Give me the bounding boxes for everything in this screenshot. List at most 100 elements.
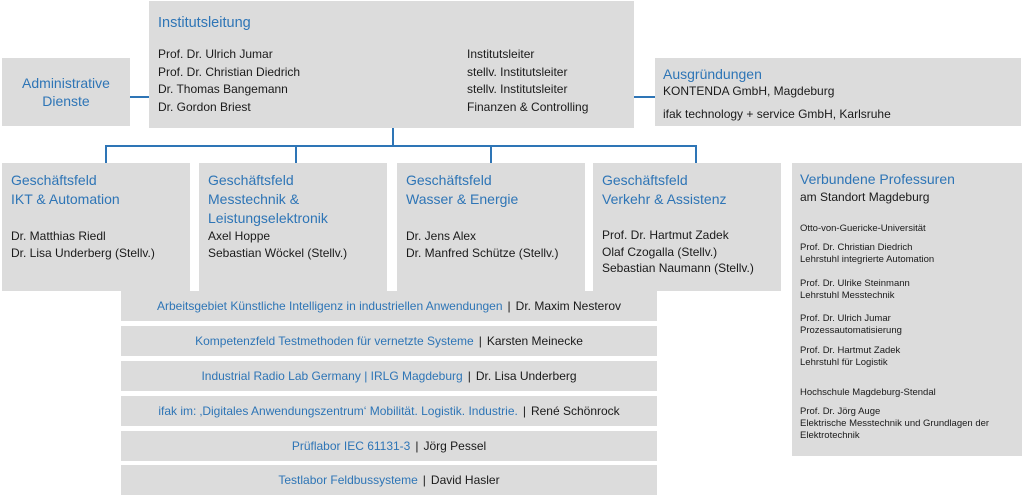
unit-separator: | — [522, 404, 526, 418]
business-field-messtechnik: Geschäftsfeld Messtechnik & Leistungsele… — [199, 163, 387, 291]
connector-admin — [130, 96, 149, 98]
business-field-person: Dr. Lisa Underberg (Stellv.) — [11, 245, 155, 260]
professor-chair: Elektrische Messtechnik und Grundlagen d… — [800, 418, 990, 441]
management-name: Prof. Dr. Christian Diedrich — [158, 64, 301, 79]
professor-chair: Lehrstuhl für Logistik — [800, 357, 888, 368]
professor-chair: Lehrstuhl integrierte Automation — [800, 254, 935, 265]
management-role: stellv. Institutsleiter — [467, 82, 568, 96]
unit-lead: Dr. Maxim Nesterov — [515, 299, 622, 313]
management-role: Institutsleiter — [467, 47, 535, 61]
professor-name: Prof. Dr. Hartmut Zadek — [800, 345, 901, 356]
spinoff-item: ifak technology + service GmbH, Karlsruh… — [663, 107, 891, 121]
unit-separator: | — [422, 473, 426, 487]
connector-lead-down — [392, 128, 394, 146]
business-field-person: Axel Hoppe — [208, 229, 271, 243]
professorships-title: Verbundene Professuren — [800, 171, 955, 187]
unit-lead: Karsten Meinecke — [486, 334, 583, 348]
spinoffs-box: Ausgründungen KONTENDA GmbH, Magdeburg i… — [655, 58, 1021, 126]
unit-row: Prüflabor IEC 61131-3 | Jörg Pessel — [121, 431, 657, 461]
business-field-person: Sebastian Naumann (Stellv.) — [602, 261, 754, 275]
administrative-services-line1: Administrative — [22, 75, 110, 91]
management-name: Prof. Dr. Ulrich Jumar — [158, 47, 273, 61]
business-field-person: Dr. Manfred Schütze (Stellv.) — [406, 245, 559, 260]
unit-row: Industrial Radio Lab Germany | IRLG Magd… — [121, 361, 657, 391]
connector-gf1 — [105, 145, 107, 163]
business-field-title: Geschäftsfeld Verkehr & Assistenz — [602, 171, 727, 209]
business-field-title-line: Messtechnik & — [208, 191, 300, 207]
business-field-person: Prof. Dr. Hartmut Zadek — [602, 228, 729, 242]
unit-name: Testlabor Feldbussysteme — [278, 473, 418, 487]
business-field-title-line: Geschäftsfeld — [406, 172, 492, 188]
institute-management-title: Institutsleitung — [158, 15, 251, 31]
unit-row: Kompetenzfeld Testmethoden für vernetzte… — [121, 326, 657, 356]
unit-separator: | — [478, 334, 482, 348]
business-field-title: Geschäftsfeld IKT & Automation — [11, 171, 120, 209]
business-field-title-line: Wasser & Energie — [406, 191, 519, 207]
spinoffs-title: Ausgründungen — [663, 66, 762, 82]
unit-row: Testlabor Feldbussysteme | David Hasler — [121, 465, 657, 495]
institute-management-box: Institutsleitung Prof. Dr. Ulrich Jumar … — [149, 1, 634, 128]
management-name: Dr. Thomas Bangemann — [158, 82, 288, 96]
professor-name: Prof. Dr. Christian Diedrich — [800, 242, 913, 253]
business-field-verkehr-assistenz: Geschäftsfeld Verkehr & Assistenz Prof. … — [593, 163, 781, 291]
unit-lead: Jörg Pessel — [423, 439, 487, 453]
professorship-entry: Prof. Dr. Christian Diedrich Lehrstuhl i… — [800, 242, 1020, 266]
connector-gf3 — [490, 145, 492, 163]
management-role: Finanzen & Controlling — [467, 99, 589, 114]
connector-gf2 — [295, 145, 297, 163]
business-field-wasser-energie: Geschäftsfeld Wasser & Energie Dr. Jens … — [397, 163, 585, 291]
administrative-services-box: Administrative Dienste — [2, 58, 130, 126]
business-field-title-line: Verkehr & Assistenz — [602, 191, 727, 207]
unit-name: Kompetenzfeld Testmethoden für vernetzte… — [195, 334, 474, 348]
unit-name: Arbeitsgebiet Künstliche Intelligenz in … — [156, 299, 503, 313]
professor-name: Prof. Dr. Ulrike Steinmann — [800, 278, 910, 289]
business-field-title-line: IKT & Automation — [11, 191, 120, 207]
business-field-people: Prof. Dr. Hartmut Zadek Olaf Czogalla (S… — [602, 227, 754, 277]
connector-gf4 — [695, 145, 697, 163]
professorship-entry: Prof. Dr. Jörg Auge Elektrische Messtech… — [800, 406, 1020, 442]
affiliated-professorships-box: Verbundene Professuren am Standort Magde… — [792, 163, 1022, 456]
business-field-people: Axel Hoppe Sebastian Wöckel (Stellv.) — [208, 228, 347, 261]
professorships-subtitle: am Standort Magdeburg — [800, 190, 930, 204]
business-field-ikt-automation: Geschäftsfeld IKT & Automation Dr. Matth… — [2, 163, 190, 291]
administrative-services-line2: Dienste — [42, 93, 90, 109]
business-field-people: Dr. Matthias Riedl Dr. Lisa Underberg (S… — [11, 228, 155, 261]
professorship-entry: Prof. Dr. Ulrich Jumar Prozessautomatisi… — [800, 313, 1020, 337]
business-field-person: Dr. Jens Alex — [406, 229, 477, 243]
unit-separator: | — [507, 299, 511, 313]
business-field-title: Geschäftsfeld Messtechnik & Leistungsele… — [208, 171, 328, 228]
unit-lead: Dr. Lisa Underberg — [475, 369, 577, 383]
unit-name: Industrial Radio Lab Germany | IRLG Magd… — [201, 369, 463, 383]
unit-separator: | — [467, 369, 471, 383]
management-names: Prof. Dr. Ulrich Jumar Prof. Dr. Christi… — [158, 46, 300, 116]
unit-row: ifak im: ‚Digitales Anwendungszentrum‘ M… — [121, 396, 657, 426]
university-name: Otto-von-Guericke-Universität — [800, 223, 926, 234]
professor-chair: Lehrstuhl Messtechnik — [800, 290, 895, 301]
unit-row: Arbeitsgebiet Künstliche Intelligenz in … — [121, 291, 657, 321]
business-field-person: Dr. Matthias Riedl — [11, 229, 106, 243]
university-name: Hochschule Magdeburg-Stendal — [800, 387, 936, 398]
management-name: Dr. Gordon Briest — [158, 99, 251, 114]
connector-horizontal — [105, 145, 697, 147]
spinoff-item: KONTENDA GmbH, Magdeburg — [663, 84, 835, 98]
business-field-person: Olaf Czogalla (Stellv.) — [602, 244, 718, 259]
professor-name: Prof. Dr. Jörg Auge — [800, 406, 881, 417]
unit-separator: | — [415, 439, 419, 453]
unit-name: Prüflabor IEC 61131-3 — [291, 439, 411, 453]
unit-lead: René Schönrock — [530, 404, 620, 418]
business-field-person: Sebastian Wöckel (Stellv.) — [208, 245, 348, 260]
management-role: stellv. Institutsleiter — [467, 64, 568, 79]
business-field-title-line: Geschäftsfeld — [602, 172, 688, 188]
unit-name: ifak im: ‚Digitales Anwendungszentrum‘ M… — [158, 404, 518, 418]
management-roles: Institutsleiter stellv. Institutsleiter … — [467, 46, 588, 116]
business-field-title-line: Geschäftsfeld — [11, 172, 97, 188]
unit-lead: David Hasler — [430, 473, 500, 487]
professor-name: Prof. Dr. Ulrich Jumar — [800, 313, 891, 324]
professorship-entry: Prof. Dr. Hartmut Zadek Lehrstuhl für Lo… — [800, 345, 1020, 369]
business-field-title: Geschäftsfeld Wasser & Energie — [406, 171, 518, 209]
professorship-entry: Prof. Dr. Ulrike Steinmann Lehrstuhl Mes… — [800, 278, 1020, 302]
business-field-people: Dr. Jens Alex Dr. Manfred Schütze (Stell… — [406, 228, 559, 261]
business-field-title-line: Geschäftsfeld — [208, 172, 294, 188]
connector-spinoffs — [634, 96, 655, 98]
professor-chair: Prozessautomatisierung — [800, 325, 902, 336]
